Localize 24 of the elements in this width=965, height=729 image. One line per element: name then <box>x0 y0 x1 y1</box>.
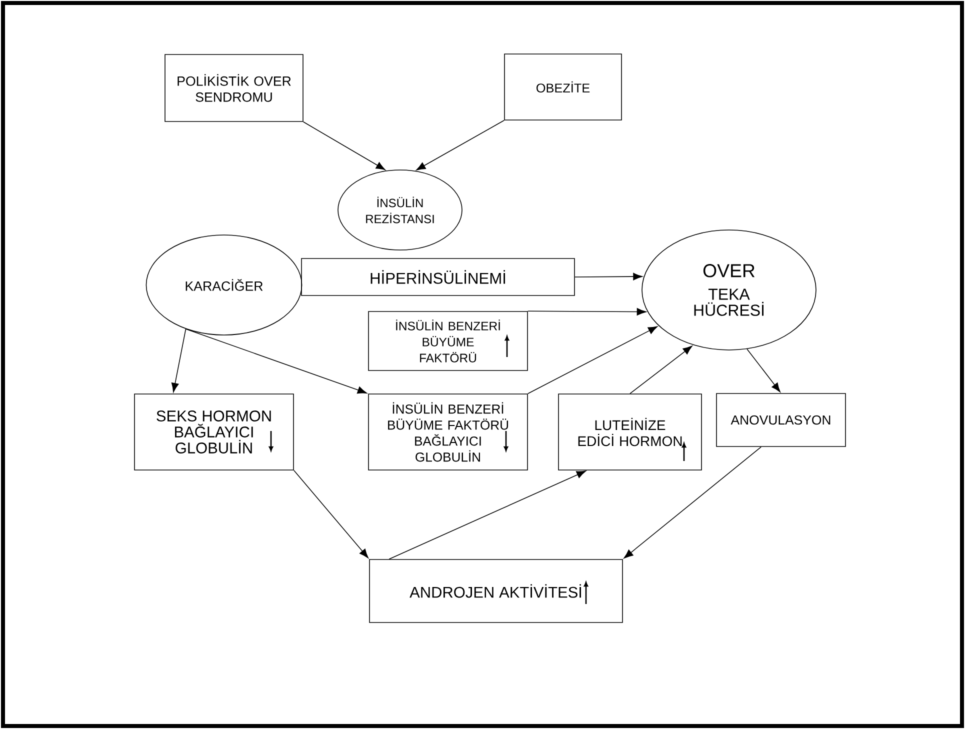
process-box: İNSÜLİN BENZERİ BÜYÜME FAKTÖRÜ BAĞLAYICI GLOBULİN <box>368 394 528 470</box>
arrow <box>185 328 367 394</box>
ellipse-node: KARACİĞER <box>146 234 302 336</box>
arrow <box>528 326 658 394</box>
arrow <box>746 348 780 392</box>
arrow <box>294 470 368 558</box>
process-box: OBEZİTE <box>504 54 622 120</box>
process-box: ANDROJEN AKTİVİTESİ <box>369 559 623 623</box>
arrow <box>171 328 186 392</box>
ellipse-node: İNSÜLİN REZİSTANSI <box>338 170 462 250</box>
ellipse-node: OVER TEKA HÜCRESİ <box>642 230 816 350</box>
process-box: LUTEİNİZE EDİCİ HORMON <box>558 394 702 470</box>
process-box: HİPERİNSÜLİNEMİ <box>301 258 575 296</box>
process-box: İNSÜLİN BENZERİ BÜYÜME FAKTÖRÜ <box>368 311 528 371</box>
process-box: SEKS HORMON BAĞLAYICI GLOBULİN <box>134 394 294 470</box>
arrow <box>624 446 762 558</box>
arrow <box>388 470 586 560</box>
process-box: POLİKİSTİK OVER SENDROMU <box>164 54 304 122</box>
arrow <box>528 308 646 316</box>
process-box: ANOVULASYON <box>716 393 846 447</box>
arrow <box>416 120 504 170</box>
arrow <box>303 122 386 170</box>
arrow <box>630 346 692 394</box>
arrow <box>574 272 643 280</box>
